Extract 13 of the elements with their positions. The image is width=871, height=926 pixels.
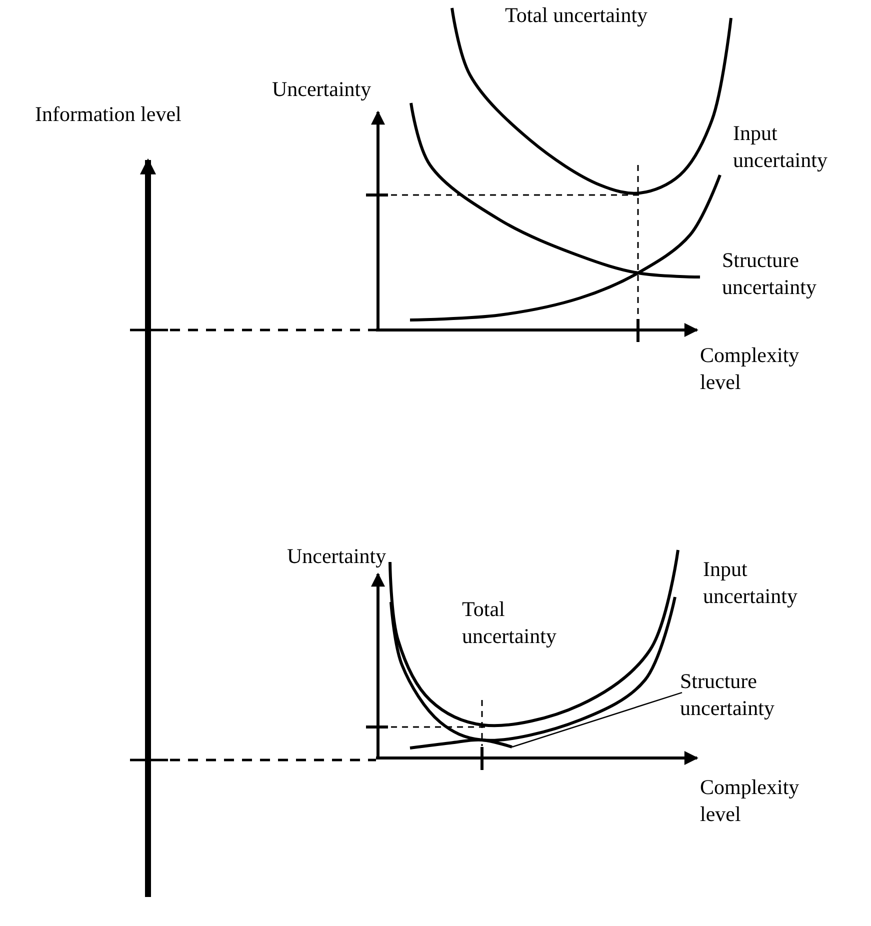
curve-label: Total uncertainty — [462, 596, 558, 650]
leader-line — [512, 692, 682, 748]
curve-label: Input uncertainty — [703, 556, 798, 610]
axis-label: Information level — [35, 101, 182, 128]
curve-label: Total uncertainty — [505, 2, 649, 29]
axis-label: Complexity level — [700, 774, 800, 828]
curve-label: Structure uncertainty — [722, 247, 818, 302]
curve-label: Structure uncertainty — [680, 668, 776, 722]
axis-label: Uncertainty — [272, 76, 372, 103]
curve-line — [410, 738, 512, 750]
axis-label: Complexity level — [700, 342, 800, 396]
curve-label: Input uncertainty — [733, 120, 828, 174]
axis-label: Uncertainty — [287, 543, 388, 570]
